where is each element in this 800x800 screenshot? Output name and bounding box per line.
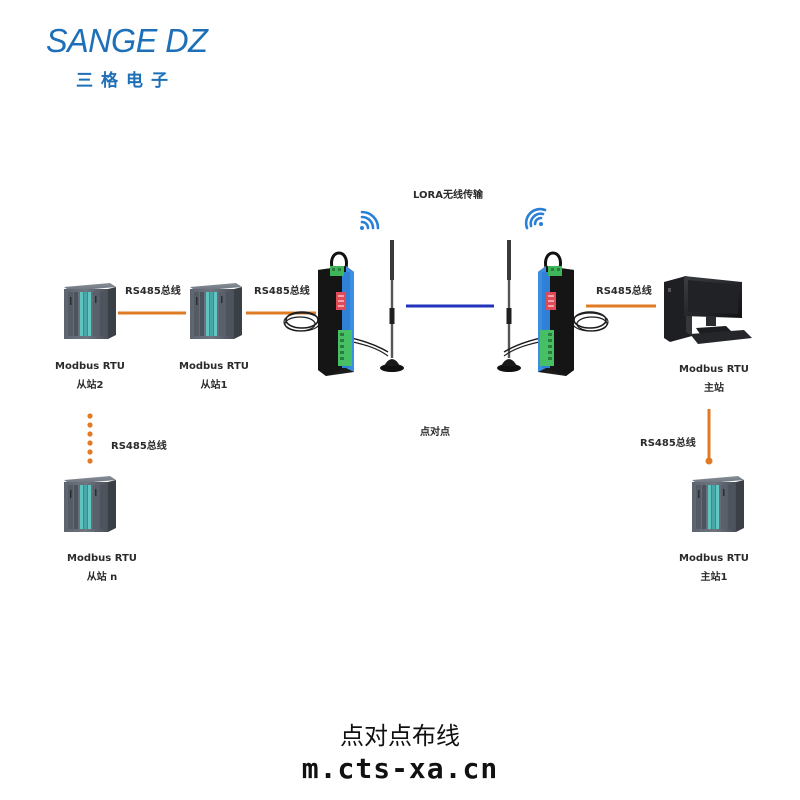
computer-master-icon xyxy=(664,276,752,344)
bus-label-slave1-radio: RS485总线 xyxy=(254,286,310,297)
rs485-line-end-dot xyxy=(705,457,713,465)
caption-url: m.cts-xa.cn xyxy=(301,752,499,785)
node-slave1-role: 从站1 xyxy=(200,380,228,391)
lora-radio-right-icon xyxy=(502,251,610,378)
node-master-role: 主站 xyxy=(704,383,724,394)
wifi-signal-left-icon xyxy=(360,210,380,230)
wireless-transmission-label: LORA无线传输 xyxy=(413,190,483,201)
plc-slave-n-icon xyxy=(64,476,116,532)
node-slave-n-role: 从站 n xyxy=(86,572,118,583)
plc-master1-icon xyxy=(692,476,744,532)
node-master1-role: 主站1 xyxy=(700,572,728,583)
bus-label-radio-master: RS485总线 xyxy=(596,286,652,297)
wifi-signal-right-icon xyxy=(524,207,547,230)
node-master: Modbus RTU 主站 xyxy=(672,364,756,394)
rs485-dotted-line xyxy=(87,413,93,464)
node-slave1-protocol: Modbus RTU xyxy=(179,361,249,372)
node-slave2: Modbus RTU 从站2 xyxy=(48,361,132,391)
link-mode-label: 点对点 xyxy=(420,427,450,438)
node-slave1: Modbus RTU 从站1 xyxy=(172,361,256,391)
node-master1-protocol: Modbus RTU xyxy=(679,553,749,564)
node-slave2-protocol: Modbus RTU xyxy=(55,361,125,372)
node-slave-n-protocol: Modbus RTU xyxy=(67,553,137,564)
logo-text-en: SANGE DZ xyxy=(46,22,208,59)
bus-label-slave2-slave-n: RS485总线 xyxy=(111,441,167,452)
bus-label-slave2-slave1: RS485总线 xyxy=(125,286,181,297)
node-master1: Modbus RTU 主站1 xyxy=(672,553,756,583)
node-slave2-role: 从站2 xyxy=(76,380,104,391)
antenna-left-icon xyxy=(380,240,404,372)
bus-label-master-master1: RS485总线 xyxy=(640,438,696,449)
logo-text-cn: 三格电子 xyxy=(76,71,176,91)
caption-title: 点对点布线 xyxy=(340,722,460,750)
plc-slave1-icon xyxy=(190,283,242,339)
node-master-protocol: Modbus RTU xyxy=(679,364,749,375)
node-slave-n: Modbus RTU 从站 n xyxy=(60,553,144,583)
plc-slave2-icon xyxy=(64,283,116,339)
